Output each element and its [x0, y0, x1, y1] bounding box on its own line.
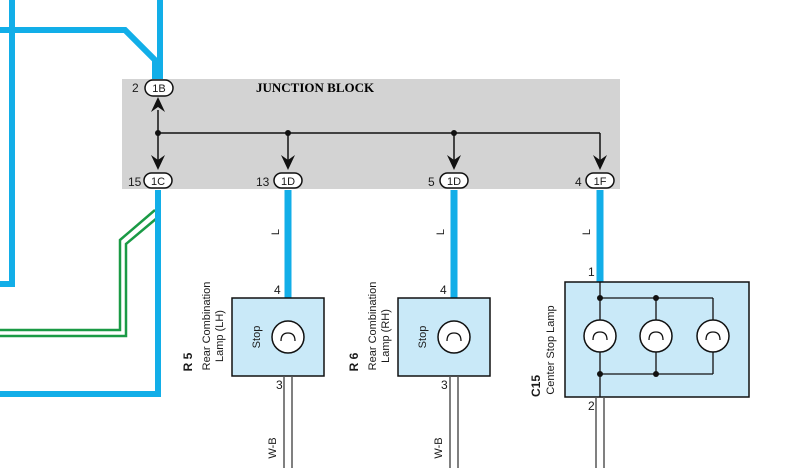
lamp-pin-in: 1 [588, 265, 595, 279]
jb-output-1d-rh: 5 1D [428, 172, 469, 189]
jb-top-pin: 2 [132, 81, 139, 95]
bulb-filament-icon [648, 331, 664, 341]
wire-color-rh-ground: W-B [433, 437, 445, 458]
bulb-filament-icon [592, 331, 608, 341]
lamp-code: C15 [529, 375, 543, 397]
jb-arrow-down-icon [281, 155, 295, 170]
jb-node [155, 130, 161, 136]
wire-1c-down [0, 190, 161, 397]
lamp-c15: 1 2 C15 Center Stop Lamp [529, 265, 750, 413]
jb-output-1c: 15 1C [128, 172, 173, 189]
wire-green-a [0, 209, 156, 332]
jb-arrow-down-icon [151, 155, 165, 170]
lamp-r5: 4 Stop 3 R 5 Rear Combination Lamp (LH) [181, 282, 325, 392]
junction-block [122, 79, 620, 189]
lamp-name-line1: Rear Combination [201, 282, 213, 371]
lamp-pin-in: 4 [440, 283, 447, 297]
jb-output-1d-lh: 13 1D [256, 172, 303, 189]
jb-output-pin: 15 [128, 175, 142, 189]
lamp-element-label: Stop [417, 326, 429, 349]
jb-arrow-up-icon [151, 97, 165, 112]
lamp-r6: 4 Stop 3 R 6 Rear Combination Lamp (RH) [347, 282, 491, 392]
jb-arrow-down-icon [447, 155, 461, 170]
jb-output-pin: 5 [428, 175, 435, 189]
junction-block-title: JUNCTION BLOCK [256, 80, 375, 95]
jb-top-connector [144, 79, 174, 97]
bulb-icon [639, 319, 673, 353]
wire-left-side [0, 0, 15, 287]
jb-output-pin: 13 [256, 175, 270, 189]
bulb-icon [696, 319, 730, 353]
jb-output-connector: 1D [447, 176, 461, 188]
wire-green-b [0, 217, 158, 338]
wire-color-lh-ground: W-B [267, 437, 279, 458]
bulb-filament-icon [446, 332, 462, 342]
lamp-name-line2: Lamp (LH) [214, 310, 226, 362]
jb-arrow-down-icon [593, 155, 607, 170]
wire-color-lh: L [270, 229, 282, 235]
lamp-code: R 6 [347, 352, 361, 371]
lamp-pin-out: 2 [588, 399, 595, 413]
wire-color-center: L [581, 229, 593, 235]
bulb-filament-icon [280, 332, 296, 342]
jb-output-pin: 4 [575, 175, 582, 189]
jb-node [285, 130, 291, 136]
bulb-icon [583, 319, 617, 353]
wire-top-loop [0, 27, 158, 80]
lamp-pin-in: 4 [274, 283, 281, 297]
lamp-name-line2: Lamp (RH) [380, 309, 392, 363]
jb-node [451, 130, 457, 136]
lamp-name-line1: Center Stop Lamp [545, 305, 557, 394]
lamp-name-line1: Rear Combination [367, 282, 379, 371]
lamp-pin-out: 3 [276, 378, 283, 392]
bulb-filament-icon [705, 331, 721, 341]
lamp-code: R 5 [181, 352, 195, 371]
jb-output-1f: 4 1F [575, 172, 615, 189]
jb-top-connector-label: 1B [152, 83, 165, 95]
lamp-element-label: Stop [251, 326, 263, 349]
jb-output-connector: 1F [594, 176, 607, 188]
wire-color-rh: L [435, 229, 447, 235]
lamp-pin-out: 3 [441, 378, 448, 392]
jb-output-connector: 1C [151, 176, 165, 188]
jb-output-connector: 1D [281, 176, 295, 188]
